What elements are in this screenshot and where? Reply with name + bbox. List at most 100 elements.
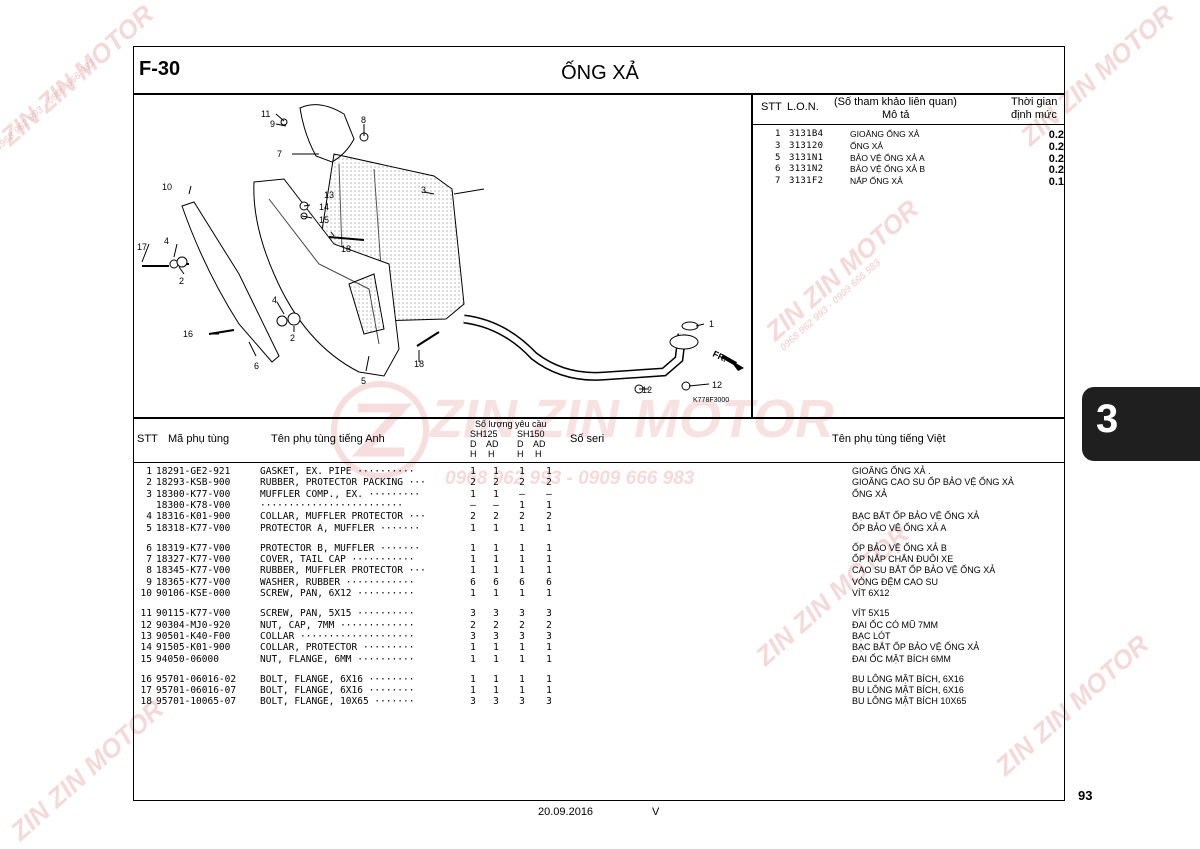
quantity: 1 [546, 554, 552, 566]
lon-row-time: 0.2 [1048, 140, 1064, 153]
quantity: 1 [470, 673, 476, 685]
part-name-en: MUFFLER COMP., EX. ········· [260, 488, 421, 500]
quantity: – [493, 499, 499, 511]
part-name-en: NUT, CAP, 7MM ············· [260, 619, 415, 631]
part-number: 18293-KSB-900 [156, 477, 231, 489]
diagram-code: K778F3000 [693, 397, 729, 404]
sub-d-2: D [517, 439, 524, 449]
quantity: 1 [470, 653, 476, 665]
lon-row-time: 0.2 [1048, 164, 1064, 177]
part-number: 18319-K77-V00 [156, 542, 231, 554]
lon-row-desc: BẢO VỆ ỐNG XẢ B [850, 164, 926, 175]
quantity: 1 [546, 522, 552, 534]
sub-h-1: H [470, 449, 477, 459]
part-name-vi: VÒNG ĐỆM CAO SU [852, 576, 939, 587]
quantity: 6 [470, 576, 476, 588]
part-number: 18345-K77-V00 [156, 565, 231, 577]
lon-col-lon: L.O.N. [787, 101, 819, 113]
lon-row-desc: BẢO VỆ ỐNG XẢ A [850, 152, 925, 163]
quantity: 1 [546, 673, 552, 685]
part-number: 18316-K01-900 [156, 511, 231, 523]
quantity: 1 [470, 522, 476, 534]
quantity: 6 [546, 576, 552, 588]
callout-2a: 2 [179, 276, 184, 286]
quantity: 1 [470, 466, 476, 477]
row-number: 5 [146, 522, 152, 534]
callout-15: 15 [319, 215, 329, 225]
quantity: 2 [470, 477, 476, 489]
quantity: 3 [519, 696, 525, 708]
model-sh150: SH150 [517, 429, 545, 439]
quantity: 3 [493, 696, 499, 708]
lon-col-time1: Thời gian [1011, 96, 1058, 108]
sub-d-1: D [470, 439, 477, 449]
sub-h-2: H [488, 449, 495, 459]
quantity: 3 [519, 608, 525, 620]
quantity: 1 [546, 499, 552, 511]
row-number: 11 [140, 608, 152, 620]
part-name-vi: BU LÔNG MẶT BÍCH 10X65 [852, 696, 967, 707]
quantity: 2 [493, 619, 499, 631]
part-name-en: BOLT, FLANGE, 6X16 ········ [260, 685, 415, 697]
part-name-en: ························· [260, 499, 403, 511]
part-name-vi: ĐAI ỐC MẶT BÍCH 6MM [852, 653, 951, 664]
part-number: 18291-GE2-921 [156, 466, 231, 477]
part-number: 90501-K40-F00 [156, 630, 231, 642]
callout-7: 7 [277, 149, 282, 159]
lon-col-ref: (Số tham khảo liên quan) [834, 96, 957, 108]
quantity: 1 [493, 565, 499, 577]
lon-col-desc: Mô tả [882, 109, 910, 121]
quantity: 1 [470, 685, 476, 697]
quantity: 3 [519, 630, 525, 642]
section-number: 3 [1096, 397, 1119, 441]
part-name-en: GASKET, EX. PIPE ·········· [260, 466, 415, 477]
callout-12a: 12 [642, 385, 652, 395]
callout-2b: 2 [290, 333, 295, 343]
callout-11: 11 [261, 109, 270, 119]
sub-ad-2: AD [533, 439, 546, 449]
sub-ad-1: AD [486, 439, 499, 449]
quantity: 1 [493, 542, 499, 554]
quantity: 3 [470, 630, 476, 642]
row-number: 2 [146, 477, 152, 489]
page-number: 93 [1078, 788, 1093, 803]
row-number: 6 [146, 542, 152, 554]
lon-col-time2: định mức [1011, 109, 1057, 121]
part-number: 18365-K77-V00 [156, 576, 231, 588]
lon-row-time: 0.2 [1048, 129, 1064, 141]
sub-h-3: H [517, 449, 524, 459]
quantity: 6 [493, 576, 499, 588]
section-tab: 3 [1082, 387, 1200, 461]
quantity: 1 [493, 488, 499, 500]
quantity: 1 [546, 466, 552, 477]
quantity: 2 [493, 511, 499, 523]
quantity: 1 [519, 653, 525, 665]
callout-4b: 4 [272, 295, 277, 305]
lon-row-desc: ỐNG XẢ [850, 140, 884, 151]
row-number: 10 [140, 588, 152, 599]
exhaust-drawing: FR. K778F3000 11 9 8 7 10 14 15 13 3 17 … [137, 104, 744, 404]
quantity: 1 [546, 685, 552, 697]
part-number: 90115-K77-V00 [156, 608, 231, 620]
quantity: 1 [470, 542, 476, 554]
part-name-vi: VÍT 5X15 [852, 608, 890, 619]
row-number: 14 [140, 642, 152, 654]
front-label: FR. [711, 349, 728, 364]
lon-row-time: 0.1 [1048, 176, 1064, 189]
quantity: 3 [470, 608, 476, 620]
part-name-vi: ỐP BẢO VỆ ỐNG XẢ A [852, 522, 947, 533]
lon-row-code: 3131F2 [789, 176, 824, 187]
diagram-divider [133, 417, 1065, 419]
quantity: 1 [546, 588, 552, 599]
quantity: 1 [470, 642, 476, 654]
